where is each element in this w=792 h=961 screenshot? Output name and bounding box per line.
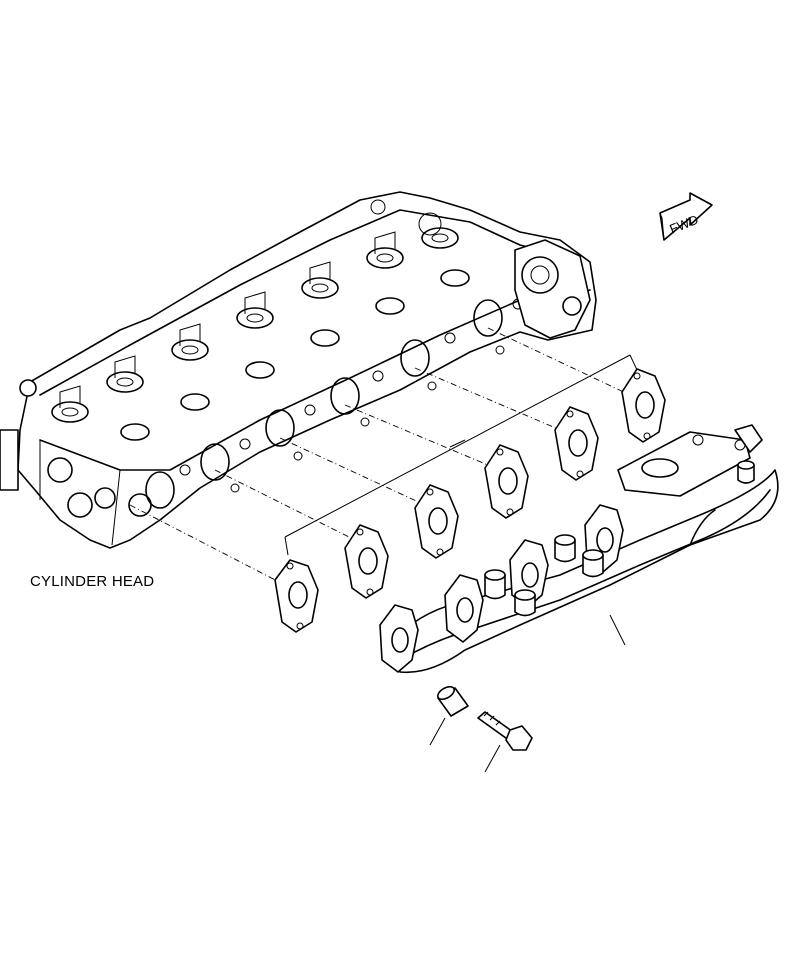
gasket-1	[274, 559, 319, 633]
exhaust-gasket-set	[274, 354, 666, 633]
gasket-5	[554, 406, 599, 481]
manifold-bosses	[484, 460, 755, 617]
alignment-centerlines	[129, 327, 631, 586]
cylinder-head-label: CYLINDER HEAD	[30, 573, 155, 590]
cylinder-head	[0, 191, 597, 549]
gasket-4	[484, 444, 529, 519]
flange-bolt	[477, 711, 533, 773]
exhaust-manifold	[379, 424, 779, 674]
gasket-2	[344, 524, 389, 599]
manifold-flange-2	[444, 574, 484, 643]
gasket-3	[414, 484, 459, 559]
forward-direction-arrow: FWD	[659, 192, 713, 241]
gasket-6	[621, 368, 666, 443]
spacer	[429, 685, 469, 746]
manifold-flange-1	[379, 604, 419, 673]
